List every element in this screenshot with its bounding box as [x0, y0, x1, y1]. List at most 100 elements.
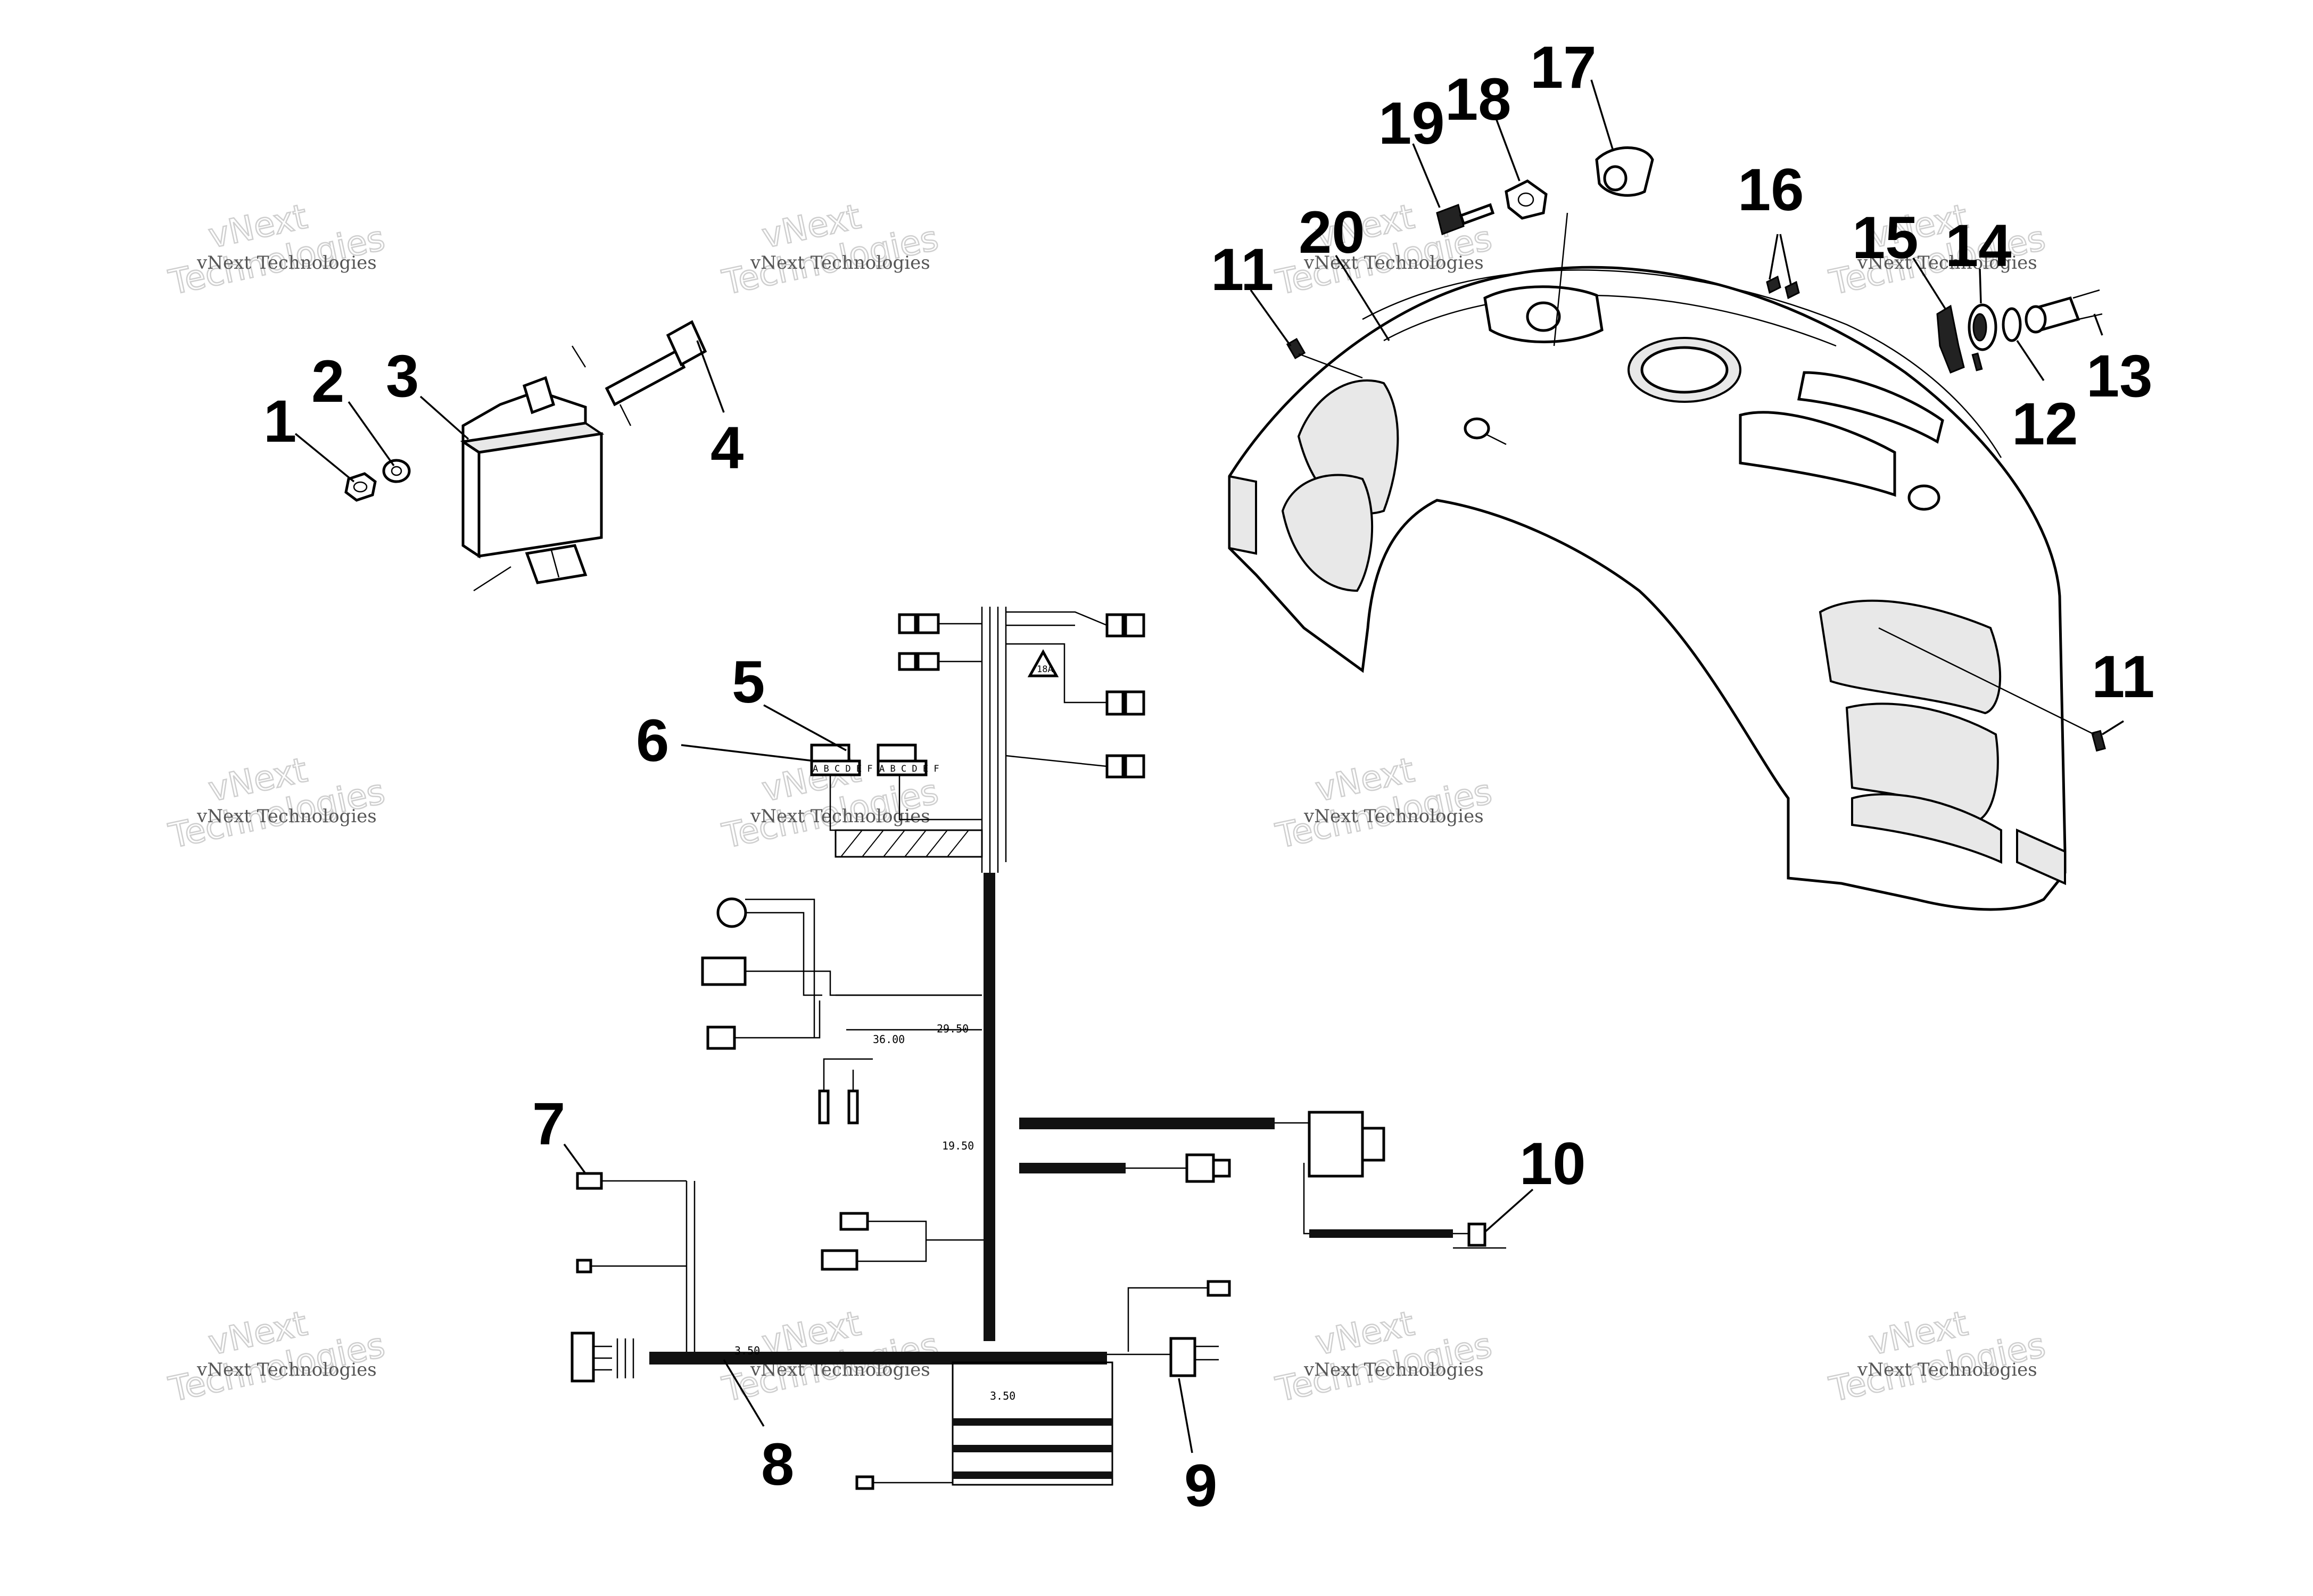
leader-11b: [2102, 720, 2124, 735]
callout-4: 4: [711, 415, 744, 481]
harness-connector: [821, 1212, 984, 1271]
watermark: Technologies vNext vNext Technologies: [165, 1303, 389, 1410]
bulb-socket: [1464, 417, 1507, 445]
leader-7: [563, 1143, 586, 1175]
callout-6: 6: [636, 707, 669, 774]
callouts: 1 2 3 4 5 6 7 8 9 10 11 11 12 13 14 15 1…: [263, 34, 2154, 1519]
harness-connector: [1006, 643, 1145, 716]
leader-9: [1178, 1378, 1193, 1453]
watermark: Technologies vNext vNext Technologies: [165, 196, 389, 303]
leader-19: [1412, 143, 1441, 208]
nut: [1505, 179, 1548, 220]
connector-10: [1453, 1222, 1506, 1249]
leader-14: [1979, 268, 1982, 304]
leader-15: [1912, 258, 1946, 309]
screw: [1878, 627, 2106, 752]
callout-20: 20: [1299, 199, 1365, 266]
warning-label: 18A: [1027, 649, 1059, 677]
svg-text:vNext Technologies: vNext Technologies: [750, 806, 930, 827]
o-ring: [2002, 307, 2022, 342]
callout-17: 17: [1530, 34, 1597, 101]
callout-7: 7: [532, 1090, 565, 1157]
callout-1: 1: [263, 388, 296, 454]
harness-connector: [1126, 1153, 1231, 1183]
control-module: [460, 376, 605, 592]
watermark: Technologies vNext vNext Technologies: [1272, 750, 1496, 857]
leader-5: [763, 704, 847, 751]
harness-connector: [1006, 611, 1145, 638]
switch-body: [1968, 303, 1997, 371]
callout-14: 14: [1945, 212, 2012, 279]
leader-1: [294, 433, 355, 483]
leader-8: [723, 1359, 765, 1427]
control-module-assembly: [294, 320, 725, 592]
svg-text:29.50: 29.50: [937, 1022, 969, 1035]
svg-text:vNext Technologies: vNext Technologies: [1303, 252, 1484, 274]
leader-16b: [1779, 234, 1792, 285]
leader-2: [348, 401, 395, 467]
callout-19: 19: [1378, 90, 1445, 156]
leader-18: [1494, 117, 1521, 181]
leader-17: [1590, 79, 1614, 150]
callout-13: 13: [2086, 343, 2153, 409]
callout-10: 10: [1519, 1130, 1586, 1197]
callout-11a: 11: [1211, 236, 1274, 303]
svg-text:vNext Technologies: vNext Technologies: [196, 1359, 377, 1380]
clip: [1766, 275, 1800, 300]
washer: [382, 459, 411, 483]
harness-connector: [1275, 1111, 1385, 1235]
harness-connector: [898, 613, 982, 634]
connector-7: [576, 1172, 696, 1352]
leader-11a: [1250, 289, 1292, 347]
svg-text:vNext Technologies: vNext Technologies: [1857, 252, 2037, 274]
bolt: [571, 320, 707, 426]
leader-20: [1335, 255, 1390, 341]
callout-15: 15: [1852, 204, 1919, 271]
switch-knob: [2025, 289, 2103, 334]
svg-text:vNext Technologies: vNext Technologies: [196, 806, 377, 827]
watermark: Technologies vNext vNext Technologies: [165, 750, 389, 857]
connector-9: [1107, 1280, 1231, 1377]
harness-connector: [898, 652, 982, 671]
leader-10: [1484, 1188, 1534, 1233]
screw: [1286, 337, 1363, 379]
svg-text:A B C D E F: A B C D E F: [879, 764, 939, 774]
wire-coil: 3.50 3.50: [734, 1344, 1113, 1486]
switch-connectors: 36.00 29.50: [701, 897, 982, 1124]
callout-18: 18: [1445, 66, 1511, 133]
leader-6: [681, 744, 815, 762]
wiring-harness: 18A A B C D E F A B C D E F: [563, 607, 1534, 1490]
watermark: Technologies vNext vNext Technologies: [718, 196, 943, 303]
svg-text:A B C D E F: A B C D E F: [813, 764, 873, 774]
harness-connector: [1005, 754, 1145, 779]
connector-8: [571, 1332, 634, 1383]
leader-4: [696, 340, 725, 413]
callout-5: 5: [732, 649, 765, 715]
svg-text:19.50: 19.50: [942, 1139, 974, 1152]
leader-3: [419, 395, 469, 440]
svg-text:vNext Technologies: vNext Technologies: [196, 252, 377, 274]
svg-text:36.00: 36.00: [873, 1033, 905, 1046]
svg-text:3.50: 3.50: [990, 1390, 1015, 1402]
leader-12: [2016, 340, 2045, 381]
svg-text:vNext Technologies: vNext Technologies: [750, 252, 930, 274]
callout-11b: 11: [2092, 643, 2154, 710]
watermark: Technologies vNext vNext Technologies: [1272, 1303, 1496, 1410]
ignition-switch: [1553, 146, 1654, 346]
svg-text:vNext Technologies: vNext Technologies: [1857, 1359, 2037, 1380]
callout-16: 16: [1738, 156, 1804, 223]
harness-connector: [855, 1475, 953, 1490]
watermark: Technologies vNext vNext Technologies: [1825, 1303, 2050, 1410]
leader-16: [1769, 234, 1779, 280]
connector-5: A B C D E F: [877, 743, 939, 776]
switch-lever: [1936, 304, 1965, 374]
callout-8: 8: [761, 1431, 794, 1498]
leader-13: [2093, 313, 2103, 336]
svg-text:18A: 18A: [1037, 664, 1053, 675]
callout-9: 9: [1184, 1452, 1217, 1519]
callout-2: 2: [311, 348, 344, 415]
svg-text:vNext Technologies: vNext Technologies: [1303, 806, 1484, 827]
callout-12: 12: [2012, 391, 2078, 457]
svg-text:3.50: 3.50: [734, 1344, 760, 1357]
